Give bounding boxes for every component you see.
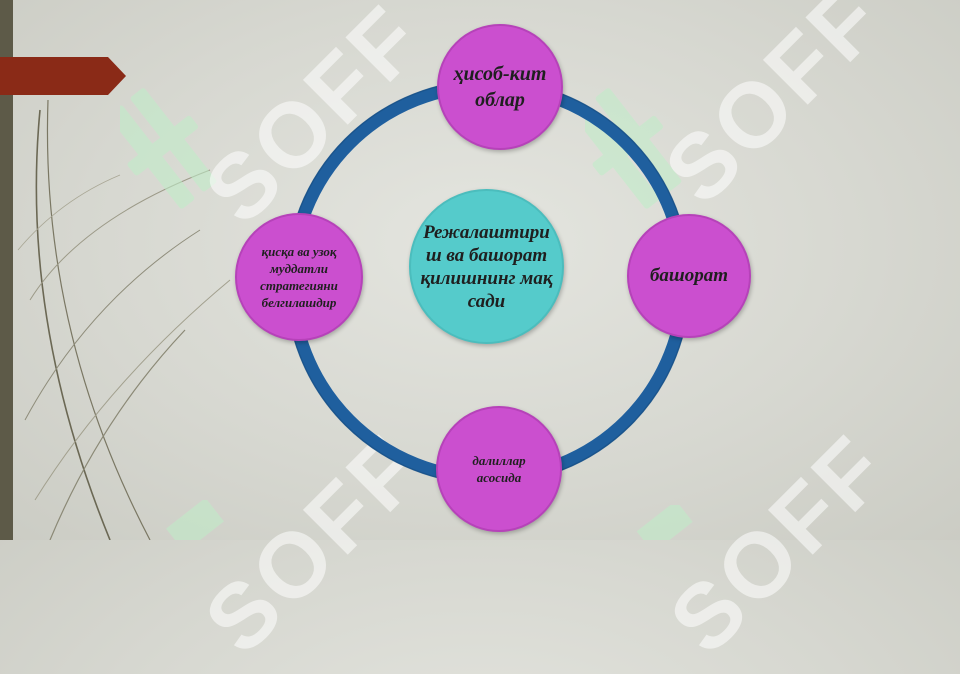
node-left-label: қисқа ва узоқ муддатли стратегияни белги… (260, 244, 338, 310)
node-right-label: башорат (649, 265, 729, 286)
center-goal-label: Режалаштириш ва башорат қилишнинг мақсад… (420, 221, 553, 312)
node-bottom-label: далиллар асосида (472, 453, 526, 485)
node-top-label: ҳисоб-китоблар (453, 63, 547, 111)
watermark-logo-icon (636, 505, 693, 540)
node-right-forecast: башорат (627, 214, 751, 338)
node-bottom-evidence: далиллар асосида (436, 406, 562, 532)
center-goal-node: Режалаштириш ва башорат қилишнинг мақсад… (409, 189, 564, 344)
watermark-logo-icon (166, 500, 224, 540)
node-left-strategy: қисқа ва узоқ муддатли стратегияни белги… (235, 213, 363, 341)
accent-arrow-shape (0, 57, 126, 95)
watermark-logo-icon (120, 88, 217, 209)
node-top-calculations: ҳисоб-китоблар (437, 24, 563, 150)
left-side-bar (0, 0, 13, 540)
